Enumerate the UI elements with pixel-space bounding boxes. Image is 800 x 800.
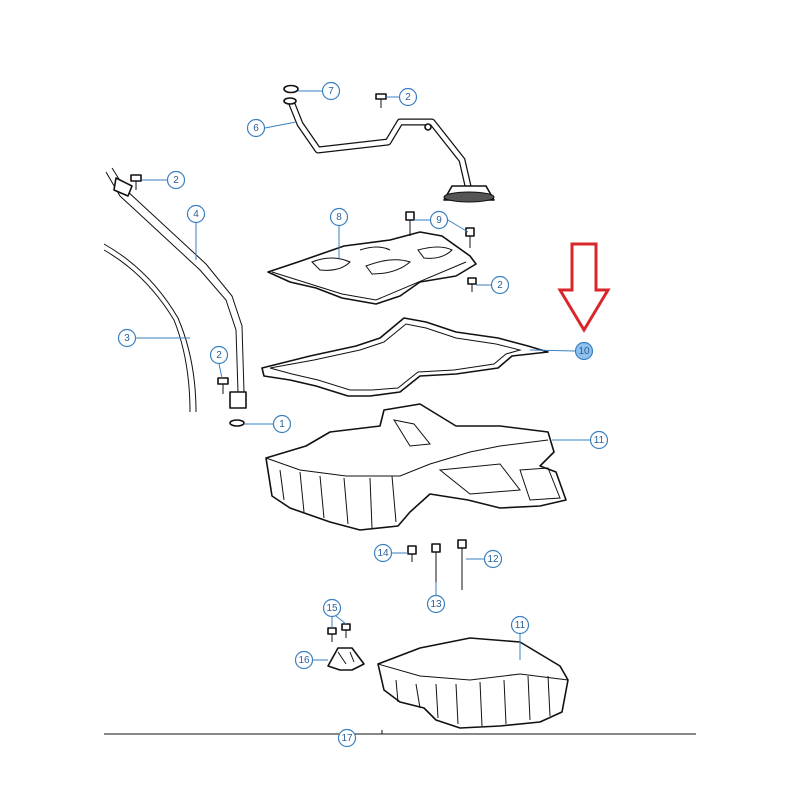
callout-circle bbox=[321, 81, 341, 101]
callout-circle bbox=[186, 204, 206, 224]
callout-circle bbox=[294, 650, 314, 670]
callout-circle bbox=[117, 328, 137, 348]
bolt-2d bbox=[217, 377, 229, 394]
callout-circle bbox=[166, 170, 186, 190]
callout-11: 11 bbox=[510, 615, 530, 635]
callout-circle bbox=[398, 87, 418, 107]
oil-pan-gasket bbox=[261, 317, 549, 397]
callout-11: 11 bbox=[589, 430, 609, 450]
callout-circle bbox=[246, 118, 266, 138]
callout-circle bbox=[490, 275, 510, 295]
callout-2: 2 bbox=[209, 345, 229, 365]
callout-1: 1 bbox=[272, 414, 292, 434]
stud-9b bbox=[465, 227, 475, 248]
dipstick bbox=[103, 243, 197, 413]
windage-tray bbox=[267, 231, 477, 305]
callout-label: 2 bbox=[405, 92, 411, 103]
callout-circle bbox=[373, 543, 393, 563]
upper-oil-pan bbox=[265, 403, 567, 531]
callout-circle bbox=[209, 345, 229, 365]
callout-8: 8 bbox=[329, 207, 349, 227]
callout-4: 4 bbox=[186, 204, 206, 224]
callout-label: 17 bbox=[341, 733, 353, 744]
callout-label: 11 bbox=[515, 620, 526, 631]
callout-circle bbox=[574, 341, 594, 361]
callout-label: 13 bbox=[430, 599, 442, 610]
o-ring-7 bbox=[283, 84, 299, 94]
callout-circle bbox=[272, 414, 292, 434]
callout-17: 17 bbox=[337, 728, 357, 748]
callout-7: 7 bbox=[321, 81, 341, 101]
callout-label: 2 bbox=[216, 350, 222, 361]
callout-label: 2 bbox=[173, 175, 179, 186]
bolt-12 bbox=[457, 539, 467, 590]
dipstick-tube bbox=[105, 167, 247, 409]
callout-label: 6 bbox=[253, 123, 259, 134]
callout-label: 4 bbox=[193, 209, 199, 220]
callout-label: 8 bbox=[336, 212, 342, 223]
callout-label: 16 bbox=[298, 655, 310, 666]
lower-oil-pan bbox=[377, 637, 569, 729]
callout-label: 11 bbox=[594, 435, 605, 446]
stud-9a bbox=[405, 211, 415, 236]
callout-9: 9 bbox=[429, 210, 449, 230]
callout-label: 15 bbox=[326, 603, 338, 614]
oil-pickup-tube bbox=[283, 97, 495, 203]
bolt-2b bbox=[130, 174, 142, 190]
callout-circle bbox=[510, 615, 530, 635]
callout-circle bbox=[329, 207, 349, 227]
callout-6: 6 bbox=[246, 118, 266, 138]
callout-label: 9 bbox=[436, 215, 442, 226]
callout-circle bbox=[589, 430, 609, 450]
callout-15: 15 bbox=[322, 598, 342, 618]
callout-label: 1 bbox=[279, 419, 285, 430]
bracket-16 bbox=[327, 647, 365, 671]
callout-circle bbox=[322, 598, 342, 618]
callout-label: 10 bbox=[578, 346, 590, 357]
callout-3: 3 bbox=[117, 328, 137, 348]
bolt-13 bbox=[431, 543, 441, 582]
callout-14: 14 bbox=[373, 543, 393, 563]
bolts-15 bbox=[327, 623, 351, 642]
callout-label: 3 bbox=[124, 333, 130, 344]
callout-2: 2 bbox=[398, 87, 418, 107]
bolt-2c bbox=[467, 277, 477, 292]
callout-circle bbox=[337, 728, 357, 748]
red-down-arrow-icon bbox=[557, 242, 611, 333]
bolt-14 bbox=[407, 545, 417, 562]
o-ring-1 bbox=[229, 419, 245, 427]
callout-label: 2 bbox=[497, 280, 503, 291]
callout-circle bbox=[426, 594, 446, 614]
callout-16: 16 bbox=[294, 650, 314, 670]
callout-label: 7 bbox=[328, 86, 334, 97]
callout-12: 12 bbox=[483, 549, 503, 569]
bolt-2a bbox=[375, 93, 387, 108]
callout-10-highlighted: 10 bbox=[574, 341, 594, 361]
callout-circle bbox=[429, 210, 449, 230]
callout-circle bbox=[483, 549, 503, 569]
callout-2: 2 bbox=[490, 275, 510, 295]
leader-lines bbox=[136, 90, 590, 661]
callout-label: 14 bbox=[377, 548, 389, 559]
callout-label: 12 bbox=[487, 554, 499, 565]
callout-13: 13 bbox=[426, 594, 446, 614]
callout-2: 2 bbox=[166, 170, 186, 190]
